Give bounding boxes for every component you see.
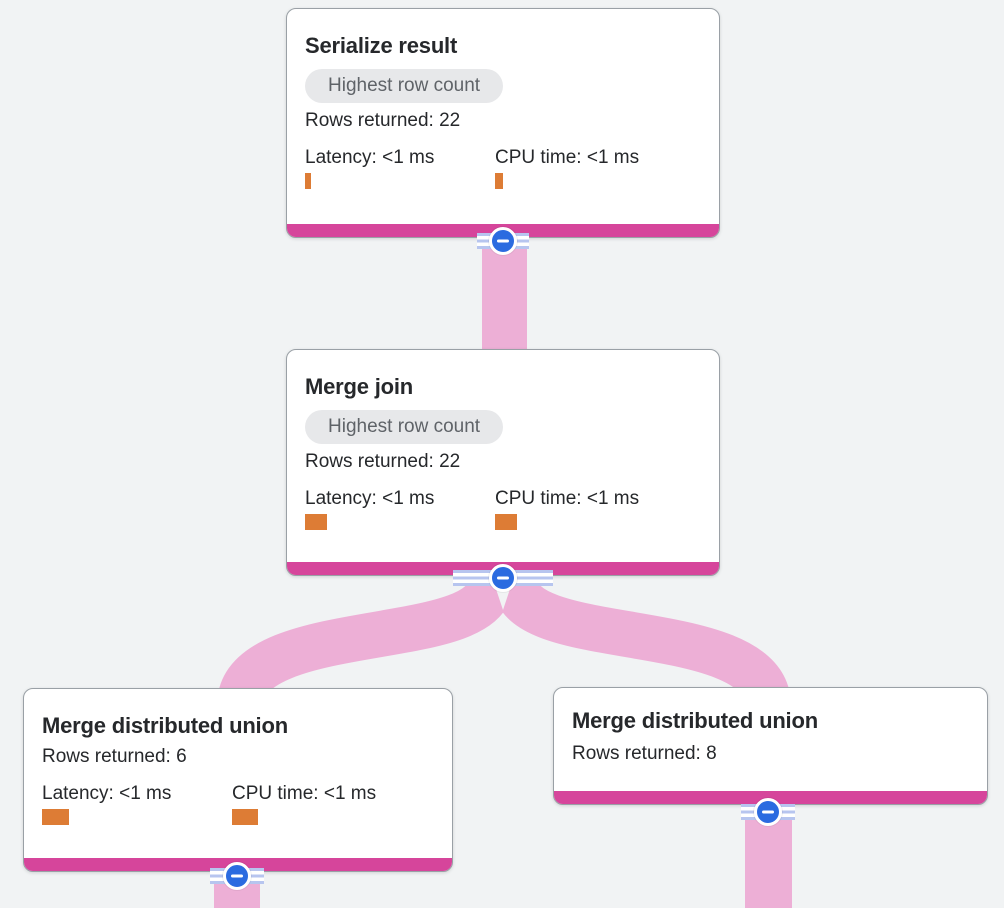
node-title: Merge join [305,374,414,399]
latency-bar [305,173,311,189]
cpu-bar [495,173,503,189]
minus-icon [762,810,774,814]
collapse-button-union-right[interactable] [754,798,782,826]
collapse-button-serialize[interactable] [489,227,517,255]
rows-returned: Rows returned: 22 [305,110,461,131]
highest-row-count-badge: Highest row count [305,410,504,444]
minus-icon [497,576,509,580]
cpu-metric: CPU time: <1 ms [495,487,685,530]
edge-serialize-to-mergejoin [482,246,527,350]
collapse-button-merge-join[interactable] [489,564,517,592]
plan-node-merge-distributed-union-left[interactable]: Merge distributed union Rows returned: 6… [23,688,453,872]
cpu-metric: CPU time: <1 ms [232,782,422,825]
latency-bar [305,514,327,530]
node-title: Merge distributed union [572,708,818,733]
minus-icon [231,874,243,878]
cpu-metric: CPU time: <1 ms [495,146,685,189]
metrics-row: Latency: <1 ms CPU time: <1 ms [42,782,434,825]
plan-node-merge-join[interactable]: Merge join Highest row count Rows return… [286,349,720,576]
collapse-button-union-left[interactable] [223,862,251,890]
cpu-label: CPU time: <1 ms [495,147,640,168]
card-content: Merge distributed union Rows returned: 6… [24,689,452,825]
cpu-bar [232,809,258,825]
latency-label: Latency: <1 ms [305,147,435,168]
cpu-bar [495,514,517,530]
edge-right-union-child [745,814,792,908]
latency-metric: Latency: <1 ms [42,782,232,825]
latency-label: Latency: <1 ms [42,783,172,804]
minus-icon [497,239,509,243]
latency-metric: Latency: <1 ms [305,487,495,530]
latency-metric: Latency: <1 ms [305,146,495,189]
highest-row-count-badge: Highest row count [305,69,504,103]
node-accent-bar [554,791,987,804]
card-content: Merge distributed union Rows returned: 8 [554,688,987,766]
metrics-row: Latency: <1 ms CPU time: <1 ms [305,146,701,189]
card-content: Serialize result Highest row count Rows … [287,9,719,189]
node-title: Serialize result [305,33,458,58]
latency-label: Latency: <1 ms [305,488,435,509]
rows-returned: Rows returned: 6 [42,746,187,767]
rows-returned: Rows returned: 22 [305,451,461,472]
plan-node-merge-distributed-union-right[interactable]: Merge distributed union Rows returned: 8 [553,687,988,805]
latency-bar [42,809,69,825]
metrics-row: Latency: <1 ms CPU time: <1 ms [305,487,701,530]
node-title: Merge distributed union [42,713,288,738]
cpu-label: CPU time: <1 ms [232,783,377,804]
rows-returned: Rows returned: 8 [572,743,717,764]
cpu-label: CPU time: <1 ms [495,488,640,509]
card-content: Merge join Highest row count Rows return… [287,350,719,530]
plan-node-serialize-result[interactable]: Serialize result Highest row count Rows … [286,8,720,238]
